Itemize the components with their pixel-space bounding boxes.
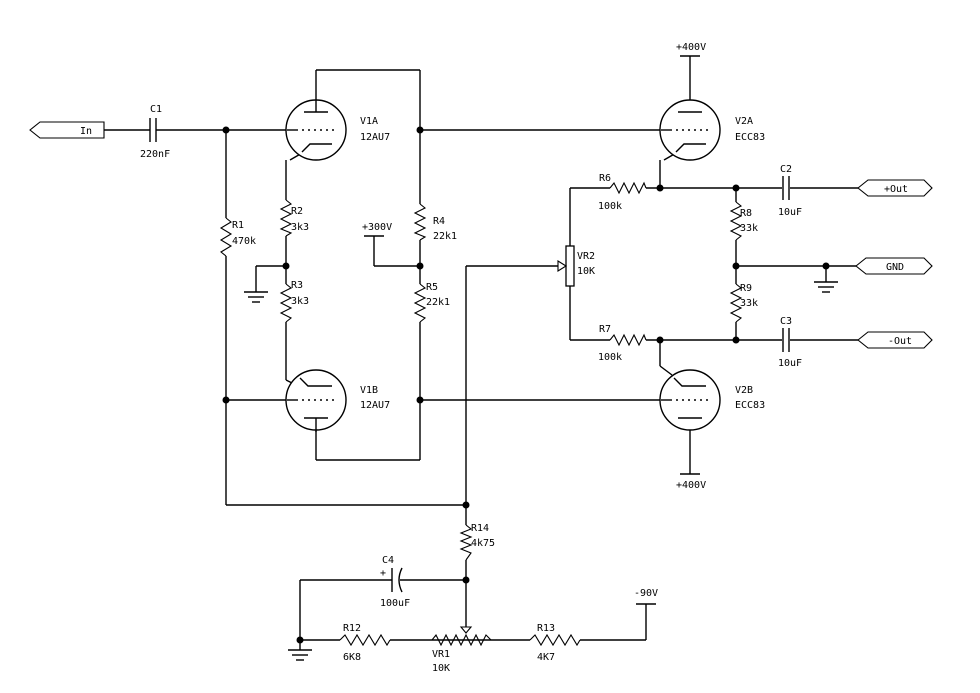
resistor-r1: R1 470k: [219, 217, 256, 257]
resistor-r14: R14 4k75: [459, 523, 495, 561]
v2b-type: ECC83: [735, 400, 765, 411]
supply-400v-top: +400V: [676, 42, 706, 57]
r2-ref: R2: [291, 206, 303, 217]
capacitor-c3: C3 10uF: [778, 316, 802, 369]
supply-neg90v-label: -90V: [634, 588, 658, 599]
potentiometer-vr1: VR1 10K: [431, 626, 492, 674]
tube-v1a: V1A 12AU7: [285, 99, 390, 161]
r9-ref: R9: [740, 283, 752, 294]
resistor-r2: R2 3k3: [279, 199, 309, 237]
resistor-r13: R13 4K7: [529, 623, 581, 663]
v2a-ref: V2A: [735, 116, 753, 127]
v1a-ref: V1A: [360, 116, 378, 127]
supply-300v-label: +300V: [362, 222, 392, 233]
r5-ref: R5: [426, 282, 438, 293]
port-out-neg: -Out: [857, 331, 933, 349]
r2-value: 3k3: [291, 222, 309, 233]
r3-ref: R3: [291, 280, 303, 291]
c2-value: 10uF: [778, 207, 802, 218]
c1-ref: C1: [150, 104, 162, 115]
resistor-r8: R8 33k: [729, 201, 758, 241]
c4-plus: +: [380, 568, 386, 579]
r12-value: 6K8: [343, 652, 361, 663]
capacitor-c2: C2 10uF: [778, 164, 802, 218]
r8-ref: R8: [740, 208, 752, 219]
v1a-type: 12AU7: [360, 132, 390, 143]
supply-400v-bottom: +400V: [676, 473, 706, 491]
port-gnd-label: GND: [886, 262, 904, 273]
vr2-value: 10K: [577, 266, 595, 277]
supply-400v-bottom-label: +400V: [676, 480, 706, 491]
r9-value: 33k: [740, 298, 758, 309]
supply-300v: +300V: [362, 222, 392, 237]
c2-ref: C2: [780, 164, 792, 175]
resistor-r5: R5 22k1: [413, 282, 450, 323]
port-out-neg-label: -Out: [888, 336, 912, 347]
r1-value: 470k: [232, 236, 256, 247]
c4-value: 100uF: [380, 598, 410, 609]
resistor-r9: R9 33k: [729, 283, 758, 323]
r14-ref: R14: [471, 523, 489, 534]
r3-value: 3k3: [291, 296, 309, 307]
resistor-r3: R3 3k3: [279, 280, 309, 323]
port-in: In: [29, 121, 105, 139]
r4-value: 22k1: [433, 231, 457, 242]
c1-value: 220nF: [140, 149, 170, 160]
tube-v2b: V2B ECC83: [659, 369, 765, 431]
r4-ref: R4: [433, 216, 445, 227]
potentiometer-vr2: VR2 10K: [557, 245, 595, 287]
vr2-ref: VR2: [577, 251, 595, 262]
capacitor-c4: + C4 100uF: [380, 555, 410, 609]
c3-ref: C3: [780, 316, 792, 327]
capacitor-c1: C1 220nF: [140, 104, 170, 160]
r7-ref: R7: [599, 324, 611, 335]
junction-dots: [222, 126, 830, 644]
r8-value: 33k: [740, 223, 758, 234]
tube-v1b: V1B 12AU7: [285, 369, 390, 432]
r6-ref: R6: [599, 173, 611, 184]
vr1-ref: VR1: [432, 649, 450, 660]
supply-400v-top-label: +400V: [676, 42, 706, 53]
r13-ref: R13: [537, 623, 555, 634]
ground-symbol-left: [244, 291, 268, 303]
ground-symbol-right: [814, 281, 838, 293]
port-out-pos-label: +Out: [884, 184, 908, 195]
v1b-type: 12AU7: [360, 400, 390, 411]
r13-value: 4K7: [537, 652, 555, 663]
r12-ref: R12: [343, 623, 361, 634]
port-in-label: In: [80, 126, 92, 137]
v2a-type: ECC83: [735, 132, 765, 143]
supply-neg90v: -90V: [634, 588, 658, 605]
resistor-r4: R4 22k1: [413, 203, 457, 242]
r1-ref: R1: [232, 220, 244, 231]
r6-value: 100k: [598, 201, 622, 212]
port-out-pos: +Out: [857, 179, 933, 197]
resistor-r7: R7 100k: [598, 324, 647, 363]
resistor-r6: R6 100k: [598, 173, 647, 212]
port-gnd: GND: [855, 257, 933, 275]
v1b-ref: V1B: [360, 385, 378, 396]
r7-value: 100k: [598, 352, 622, 363]
r14-value: 4k75: [471, 538, 495, 549]
wires: [104, 56, 858, 650]
resistor-r12: R12 6K8: [339, 623, 391, 663]
tube-v2a: V2A ECC83: [659, 99, 765, 161]
c3-value: 10uF: [778, 358, 802, 369]
v2b-ref: V2B: [735, 385, 753, 396]
ground-symbol-bottom: [288, 649, 312, 661]
r5-value: 22k1: [426, 297, 450, 308]
c4-ref: C4: [382, 555, 394, 566]
vr1-value: 10K: [432, 663, 450, 674]
